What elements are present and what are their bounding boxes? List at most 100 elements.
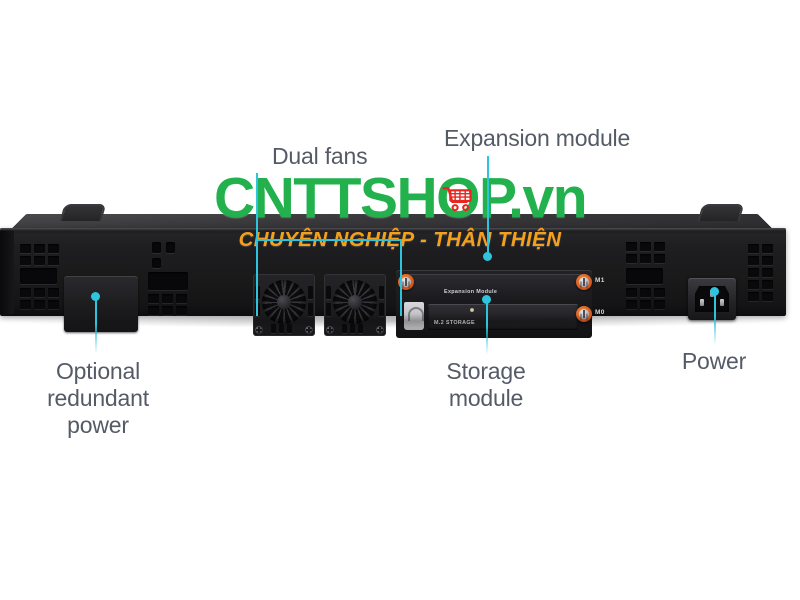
callout-label-dual-fans: Dual fans xyxy=(272,143,368,169)
vent-cell xyxy=(148,306,159,315)
redundant-power-bay-blank xyxy=(64,276,138,332)
fan-screw xyxy=(376,326,384,334)
leader-dot-power xyxy=(710,287,719,296)
vent-grid-far-right xyxy=(748,244,773,301)
leader-dot-storage-module xyxy=(482,295,491,304)
thumbscrew-expansion-left[interactable] xyxy=(398,274,414,290)
vent-cell xyxy=(626,254,637,263)
thumbscrew-m1[interactable] xyxy=(576,274,592,290)
fan-screw xyxy=(326,326,334,334)
vent-cell xyxy=(20,256,31,265)
device-drop-shadow xyxy=(20,314,775,328)
callout-label-storage-module-line1: Storage xyxy=(446,358,526,384)
vent-cell xyxy=(162,294,173,303)
vent-cell xyxy=(20,288,31,297)
vent-cell xyxy=(762,256,773,265)
vent-cell xyxy=(762,292,773,301)
chassis-port-small-1 xyxy=(152,242,161,253)
power-inlet-pin xyxy=(700,299,704,306)
fan-grille-bar xyxy=(326,303,331,316)
m2-ejector-latch xyxy=(404,302,424,330)
vent-slot-left xyxy=(20,268,57,284)
vent-cell xyxy=(654,300,665,309)
m2-status-led xyxy=(470,308,474,312)
m2-storage-silkscreen: M.2 STORAGE xyxy=(434,320,475,326)
screw-label-m1: M1 xyxy=(595,277,605,284)
vent-cell xyxy=(20,244,31,253)
expansion-module-silkscreen: Expansion Module xyxy=(444,289,498,295)
callout-label-redundant-power-line1: Optional xyxy=(55,358,141,384)
vent-cell xyxy=(162,306,173,315)
fan-grille-bar xyxy=(279,324,284,333)
leader-dot-expansion-module xyxy=(483,252,492,261)
callout-label-redundant-power-line2: redundant xyxy=(47,384,149,411)
vent-cell xyxy=(640,254,651,263)
vent-cell xyxy=(20,300,31,309)
vent-cell xyxy=(626,288,637,297)
bracket-left-dual-fans xyxy=(256,239,258,316)
leader-line-redundant-power xyxy=(95,298,97,354)
leader-line-dual-fans xyxy=(256,173,258,241)
m2-storage-slot xyxy=(428,304,578,330)
fan-grille-bar xyxy=(379,286,384,299)
fan-grille-bar xyxy=(342,324,347,333)
chassis-left-edge xyxy=(0,230,14,314)
vent-cell xyxy=(176,294,187,303)
fan-hub-2 xyxy=(348,295,362,309)
vent-grid-mid-left xyxy=(148,294,187,315)
vent-cell xyxy=(626,300,637,309)
vent-slot-mid-left xyxy=(148,272,188,290)
leader-line-storage-module xyxy=(486,301,488,355)
expansion-module-slot xyxy=(404,274,586,296)
fan-hub-1 xyxy=(277,295,291,309)
vent-cell xyxy=(48,256,59,265)
vent-cell xyxy=(34,244,45,253)
vent-cell xyxy=(640,242,651,251)
power-inlet-pin xyxy=(720,299,724,306)
vent-cell xyxy=(654,254,665,263)
vent-cell xyxy=(148,294,159,303)
vent-cell xyxy=(48,244,59,253)
vent-cell xyxy=(640,300,651,309)
vent-cell xyxy=(48,300,59,309)
fan-grille-bar xyxy=(379,303,384,316)
vent-grid-right-lower xyxy=(626,288,665,309)
vent-cell xyxy=(748,292,759,301)
leader-dot-redundant-power xyxy=(91,292,100,301)
vent-cell xyxy=(654,242,665,251)
vent-cell xyxy=(34,256,45,265)
chassis-port-small-2 xyxy=(166,242,175,253)
leader-line-expansion-module xyxy=(487,156,489,256)
fan-grille-bar xyxy=(271,324,276,333)
thumbscrew-m0[interactable] xyxy=(576,306,592,322)
rack-ear-right xyxy=(697,204,745,221)
fan-grille-bar xyxy=(358,324,363,333)
fan-module-2 xyxy=(324,274,386,336)
callout-label-expansion-module: Expansion module xyxy=(444,125,631,151)
vent-cell xyxy=(654,288,665,297)
vent-grid-far-left-lower xyxy=(20,288,59,309)
rack-ear-left xyxy=(59,204,107,221)
bracket-right-dual-fans xyxy=(400,239,402,316)
chassis-rear-face: Expansion Module M.2 STORAGE M1 M0 xyxy=(0,228,786,338)
vent-cell xyxy=(626,242,637,251)
fan-screw xyxy=(305,326,313,334)
vent-cell xyxy=(748,280,759,289)
screw-label-m0: M0 xyxy=(595,309,605,316)
callout-label-power: Power xyxy=(681,348,747,374)
vent-grid-right-upper xyxy=(626,242,665,263)
vent-cell xyxy=(640,288,651,297)
fan-grille-bar xyxy=(308,286,313,299)
callout-label-storage-module-line2: module xyxy=(448,384,524,411)
fan-grille-bar xyxy=(350,324,355,333)
vent-cell xyxy=(34,288,45,297)
vent-cell xyxy=(748,256,759,265)
vent-grid-far-left xyxy=(20,244,59,265)
vent-cell xyxy=(34,300,45,309)
vent-cell xyxy=(762,268,773,277)
fan-screw xyxy=(255,326,263,334)
fan-grille-bar xyxy=(308,303,313,316)
